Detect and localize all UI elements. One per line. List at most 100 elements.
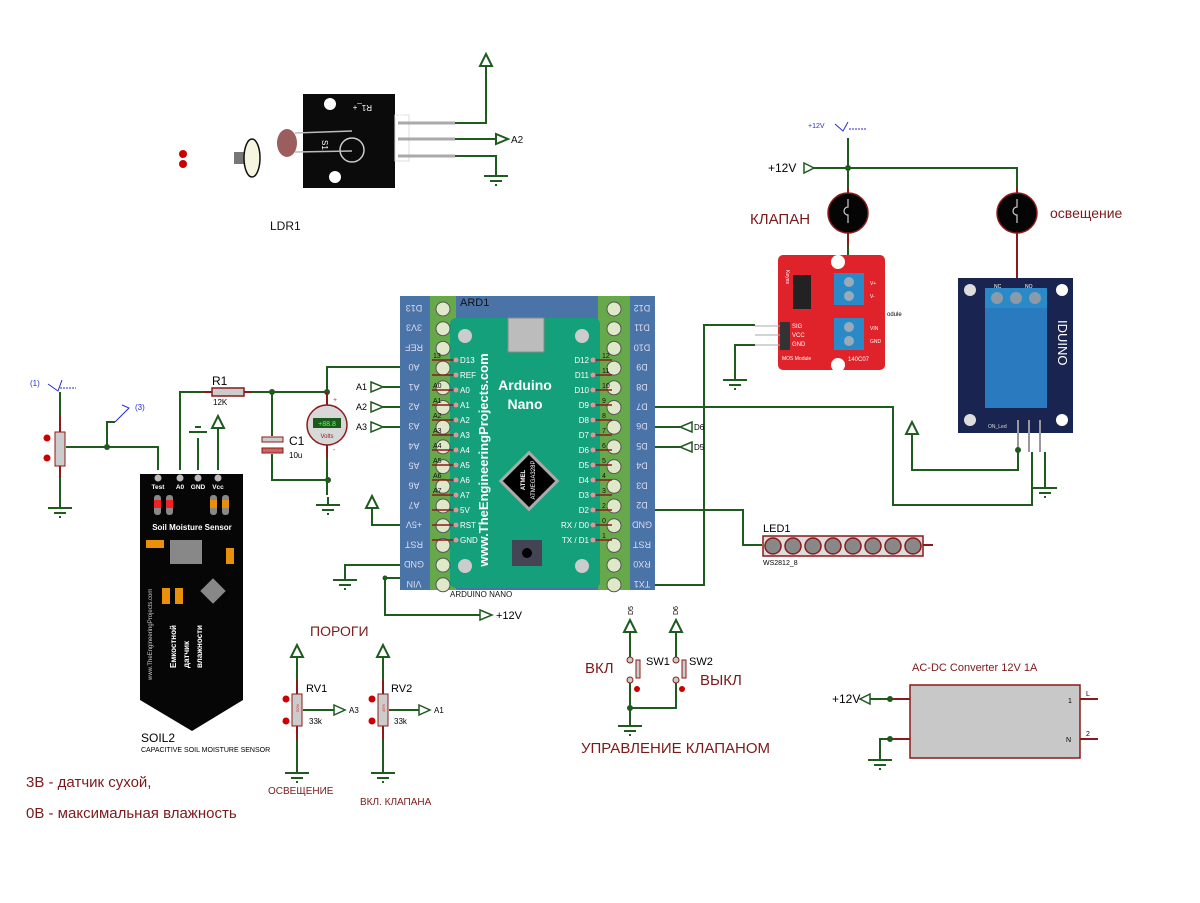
relay-module[interactable]: NC NO IDUINO ON_Led: [958, 278, 1073, 433]
mos-keyes: Keyes: [784, 270, 790, 284]
pin-label-right: RX / D0: [561, 521, 590, 530]
voltage-probe[interactable]: (1) (3): [30, 379, 145, 423]
relay-led-label: ON_Led: [988, 424, 1007, 430]
power-arrow-icon: [479, 53, 493, 67]
ground-icon: [332, 571, 358, 590]
pin-dot: [453, 492, 459, 498]
screw-terminal-icon: [606, 439, 622, 455]
right-strip-label: D5: [636, 441, 648, 451]
ground-icon: [47, 499, 73, 518]
pin-number-left: A2: [433, 413, 442, 420]
pin-dot: [453, 447, 459, 453]
potentiometer[interactable]: [54, 431, 66, 467]
capacitor-c1[interactable]: [261, 436, 284, 454]
led-icon: [844, 537, 862, 555]
pin-dot: [590, 447, 596, 453]
pin-label-left: REF: [460, 371, 476, 380]
arduino-nano[interactable]: D133V3REFA0A1A2A3A4A5A6A7+5VRSTGNDVIND12…: [400, 296, 655, 599]
r1-mark: R1_+: [352, 103, 372, 112]
r1-value: 12K: [213, 398, 228, 407]
voltmeter-minus: -: [333, 447, 336, 454]
rv2-percent: 45%: [381, 704, 386, 712]
screw-terminal-icon: [435, 459, 451, 475]
mos-gnd: GND: [870, 339, 882, 345]
resistor-r1[interactable]: [211, 387, 245, 397]
screw-terminal-icon: [435, 301, 451, 317]
led-icon: [804, 537, 822, 555]
pin-dot: [453, 537, 459, 543]
soil-site: www.TheEngineeringProjects.com: [148, 589, 154, 681]
ldr-module[interactable]: S - R1_+ S1 LDR1: [179, 94, 455, 233]
mos-title: MOS Module: [782, 356, 811, 362]
pin-number-right: 2: [602, 503, 606, 510]
chip-part-label: ATMEGA328P: [531, 461, 537, 500]
voltmeter[interactable]: +88.8 Volts + -: [306, 397, 348, 454]
valve-lamp[interactable]: [827, 188, 869, 256]
led-icon: [764, 537, 782, 555]
pin-number-right: 10: [602, 383, 610, 390]
soil-pin-label: Test: [152, 484, 166, 491]
usb-port-icon: [507, 317, 545, 353]
led-icon: [904, 537, 922, 555]
pin-dot: [590, 507, 596, 513]
right-strip-label: D11: [634, 323, 650, 333]
rv2-potentiometer[interactable]: 45% RV2 33k A1: [368, 644, 445, 783]
soil-part: CAPACITIVE SOIL MOISTURE SENSOR: [141, 747, 270, 754]
screw-terminal-icon: [435, 340, 451, 356]
lighting-lamp[interactable]: [996, 188, 1038, 278]
switch-sw2[interactable]: D6: [630, 606, 687, 709]
led-strip-part: WS2812_8: [763, 560, 798, 567]
left-strip-label: D13: [406, 303, 423, 313]
voltmeter-plus: +: [333, 397, 337, 404]
screw-terminal-icon: [606, 400, 622, 415]
arduino-site-text: www.TheEngineeringProjects.com: [476, 353, 491, 567]
rv1-value: 33k: [309, 717, 323, 726]
pin-label-right: D9: [579, 401, 590, 410]
net-label-d6: D6: [694, 423, 705, 432]
mos-vin: VIN: [870, 326, 879, 332]
net-label-a3: A3: [356, 422, 367, 432]
pin-dot: [453, 387, 459, 393]
mos-module[interactable]: Keyes V+ V- VIN GND SIG VCC GND MOS Modu…: [778, 255, 885, 372]
wire: [455, 62, 487, 124]
switch-sw1[interactable]: D5: [623, 606, 641, 710]
soil-ru-1: Емкостной: [169, 625, 178, 668]
pin-dot: [453, 432, 459, 438]
chip-label: ATMEL: [521, 470, 527, 491]
pin-minus-label: -: [398, 163, 402, 175]
rv2-ref: RV2: [391, 683, 412, 695]
s1-mark: S1: [320, 140, 329, 150]
left-strip-label: A3: [408, 421, 419, 431]
pin-number-right: 3: [602, 488, 606, 495]
pin-number-left: A0: [433, 383, 442, 390]
pin-label-right: TX / D1: [562, 536, 590, 545]
lighting-label: освещение: [1050, 205, 1123, 221]
arduino-pcb: [450, 318, 600, 588]
left-strip-label: A2: [408, 402, 419, 412]
pin-number-left: A1: [433, 398, 442, 405]
led-icon: [864, 537, 882, 555]
ground-icon: [315, 496, 341, 515]
left-strip-label: VIN: [406, 579, 421, 589]
left-strip-label: A4: [408, 441, 419, 451]
valve-label: КЛАПАН: [750, 211, 810, 228]
relay-nc: NC: [994, 284, 1002, 290]
mos-pin-sig: SIG: [792, 324, 803, 330]
ac-dc-converter[interactable]: 1 N L 2: [909, 684, 1098, 759]
pin-dot: [590, 477, 596, 483]
pin-dot: [590, 462, 596, 468]
soil-pin-dot: [176, 474, 184, 482]
pin-dot: [179, 160, 187, 168]
rv1-potentiometer[interactable]: 50% RV1 33k A3: [282, 644, 360, 783]
screw-terminal-icon: [606, 321, 622, 337]
pin-label-right: D6: [579, 446, 590, 455]
pin-label-right: D10: [574, 386, 589, 395]
left-strip-label: A7: [408, 500, 419, 510]
soil-pin-dot: [154, 474, 162, 482]
converter-pin1: 1: [1068, 698, 1072, 705]
right-strip-label: GND: [632, 520, 653, 530]
led-strip[interactable]: [762, 535, 933, 557]
screw-terminal-icon: [435, 537, 451, 553]
right-strip-label: RST: [632, 539, 651, 549]
